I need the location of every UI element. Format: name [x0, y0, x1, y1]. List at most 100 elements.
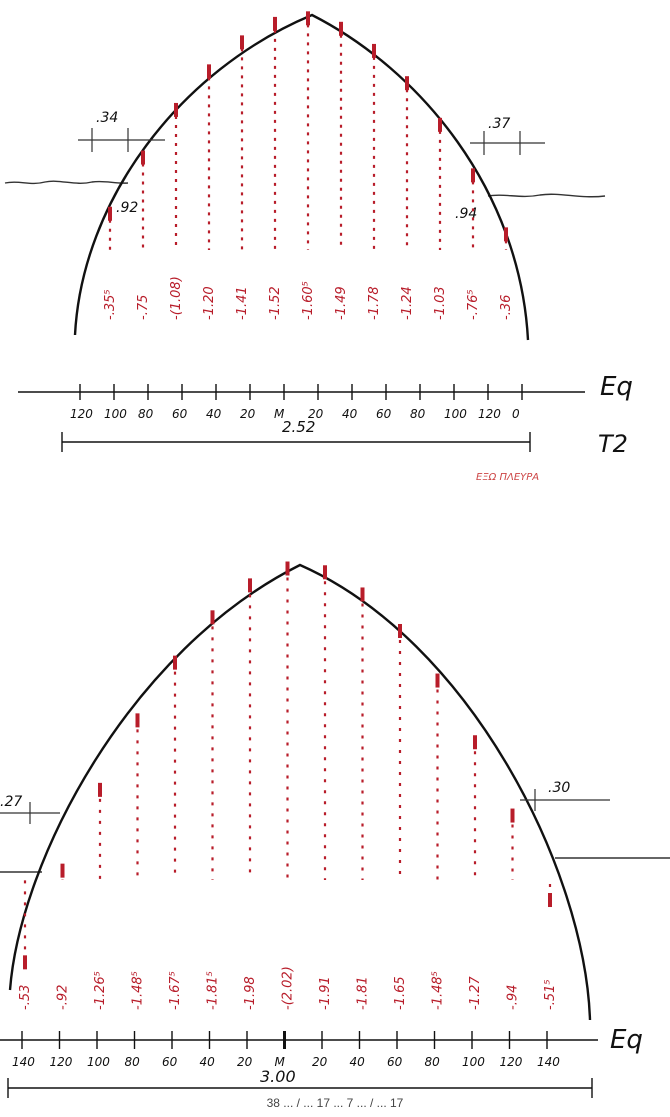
- top-drop-head: [339, 21, 343, 36]
- bottom-value-label: -.94: [506, 985, 521, 1010]
- top-value-label: -.75: [136, 295, 151, 320]
- bottom-value-label: -1.27: [468, 976, 483, 1010]
- top-tick-label: 80: [410, 407, 426, 421]
- top-waterline-right: [487, 193, 606, 198]
- bottom-drop-head: [435, 673, 440, 688]
- top-left-height: .92: [116, 200, 138, 216]
- top-value-label: -.76⁵: [466, 289, 481, 320]
- top-tick-label: M: [274, 407, 285, 421]
- top-t-label: T2: [598, 430, 628, 458]
- top-tick-label: 0: [512, 407, 520, 421]
- top-value-label: -1.41: [235, 286, 250, 320]
- top-waterline-left: [4, 180, 129, 185]
- bottom-values: -.53-.92-1.26⁵-1.48⁵-1.67⁵-1.81⁵-1.98-(2…: [18, 966, 558, 1010]
- bottom-span-ends: [7, 1078, 593, 1098]
- bottom-axis-label: Eq: [610, 1025, 643, 1055]
- bottom-drop-head: [60, 863, 65, 878]
- bottom-value-label: -1.98: [243, 976, 258, 1010]
- top-drop-head: [504, 227, 508, 242]
- top-value-label: -.36: [499, 295, 514, 320]
- top-value-label: -.35⁵: [103, 289, 118, 320]
- bottom-value-label: -(2.02): [281, 966, 296, 1010]
- top-right-mark: .37: [488, 116, 510, 132]
- top-tick-label: 60: [172, 407, 188, 421]
- top-value-label: -1.52: [268, 286, 283, 320]
- bottom-tick-label: 80: [425, 1055, 441, 1069]
- top-tick-label: 80: [138, 407, 154, 421]
- bottom-tick-label: M: [275, 1055, 286, 1069]
- top-drop-head: [306, 11, 310, 26]
- bottom-span-value: 3.00: [260, 1067, 296, 1086]
- top-values: -.35⁵ -.75 -(1.08) -1.20 -1.41 -1.52 -1.60⁵ -1.…: [103, 276, 514, 320]
- bottom-value-label: -.53: [18, 985, 33, 1010]
- bottom-drop-head: [360, 587, 365, 602]
- top-right-height: .94: [455, 206, 477, 222]
- bottom-value-label: -.51⁵: [543, 979, 558, 1010]
- top-drop-head: [438, 117, 442, 132]
- bottom-tick-label: 40: [350, 1055, 366, 1069]
- top-drop-head: [141, 150, 145, 165]
- top-tick-label: 100: [104, 407, 127, 421]
- top-tick-label: 100: [444, 407, 467, 421]
- top-right-dim: [470, 131, 545, 155]
- bottom-value-label: -1.91: [318, 976, 333, 1010]
- top-tick-label: 40: [342, 407, 358, 421]
- bottom-drop-head: [510, 808, 515, 823]
- bottom-drop-head: [98, 782, 102, 797]
- top-value-label: -1.60⁵: [301, 281, 316, 320]
- bottom-tick-label: 140: [537, 1055, 560, 1069]
- top-left-dim: [78, 128, 165, 152]
- top-value-label: -1.03: [433, 286, 448, 320]
- bottom-drop-head: [548, 893, 552, 908]
- top-drop-head: [207, 64, 211, 79]
- bottom-value-label: -1.67⁵: [168, 971, 183, 1010]
- top-value-label: -1.20: [202, 286, 217, 320]
- top-drop-head: [174, 102, 178, 117]
- bottom-tick-label: 120: [50, 1055, 73, 1069]
- top-tick-label: 40: [206, 407, 222, 421]
- top-note: ΕΞΩ ΠΛΕΥΡΑ: [476, 472, 539, 483]
- bottom-value-label: -1.26⁵: [93, 971, 108, 1010]
- bottom-tick-label: 100: [462, 1055, 485, 1069]
- bottom-profile: .27 .30 -.53-.92-1.26⁵-1.48⁵-1.67⁵-1.81⁵…: [0, 561, 670, 1098]
- bottom-drop-head: [248, 578, 252, 593]
- top-drop-head: [240, 35, 244, 50]
- top-drop-head: [405, 76, 409, 91]
- bottom-drop-head: [23, 955, 27, 970]
- top-span-ends: [61, 432, 531, 452]
- bottom-drop-head: [398, 623, 402, 638]
- top-arch-curve: [73, 13, 530, 341]
- top-left-mark: .34: [96, 110, 118, 126]
- top-value-label: -1.49: [334, 286, 349, 320]
- bottom-drop-head: [473, 735, 477, 750]
- top-drop-head: [471, 168, 475, 183]
- bottom-value-label: -1.81: [356, 976, 371, 1010]
- top-span-value: 2.52: [282, 418, 315, 436]
- bottom-tick-label: 120: [500, 1055, 523, 1069]
- caption: 38 ... / ... 17 ... 7 ... / ... 17: [266, 1096, 404, 1110]
- top-drop-head: [273, 16, 277, 31]
- bottom-tick-label: 80: [125, 1055, 141, 1069]
- bottom-drop-head: [323, 565, 327, 580]
- top-axis-label: Eq: [600, 372, 633, 402]
- top-value-label: -(1.08): [169, 276, 184, 320]
- top-value-label: -1.24: [400, 286, 415, 320]
- top-tick-label: 120: [478, 407, 501, 421]
- bottom-drop-head: [285, 561, 290, 576]
- bottom-left-dim: [0, 802, 60, 824]
- top-drop-head: [372, 43, 376, 58]
- top-profile: .34 .37 .92 .94 -.35⁵ -.75 -(1.08) -1.20 -1.…: [4, 11, 633, 483]
- bottom-arch-curve: [8, 563, 592, 1021]
- top-value-label: -1.78: [367, 286, 382, 320]
- bottom-drop-head: [173, 655, 177, 670]
- bottom-left-mark: .27: [0, 794, 22, 810]
- bottom-value-label: -1.48⁵: [131, 971, 146, 1010]
- top-drop-lines: [108, 11, 508, 250]
- bottom-tick-label: 20: [312, 1055, 328, 1069]
- bottom-drop-head: [210, 610, 215, 625]
- bottom-value-label: -1.65: [393, 976, 408, 1010]
- top-tick-label: 20: [240, 407, 256, 421]
